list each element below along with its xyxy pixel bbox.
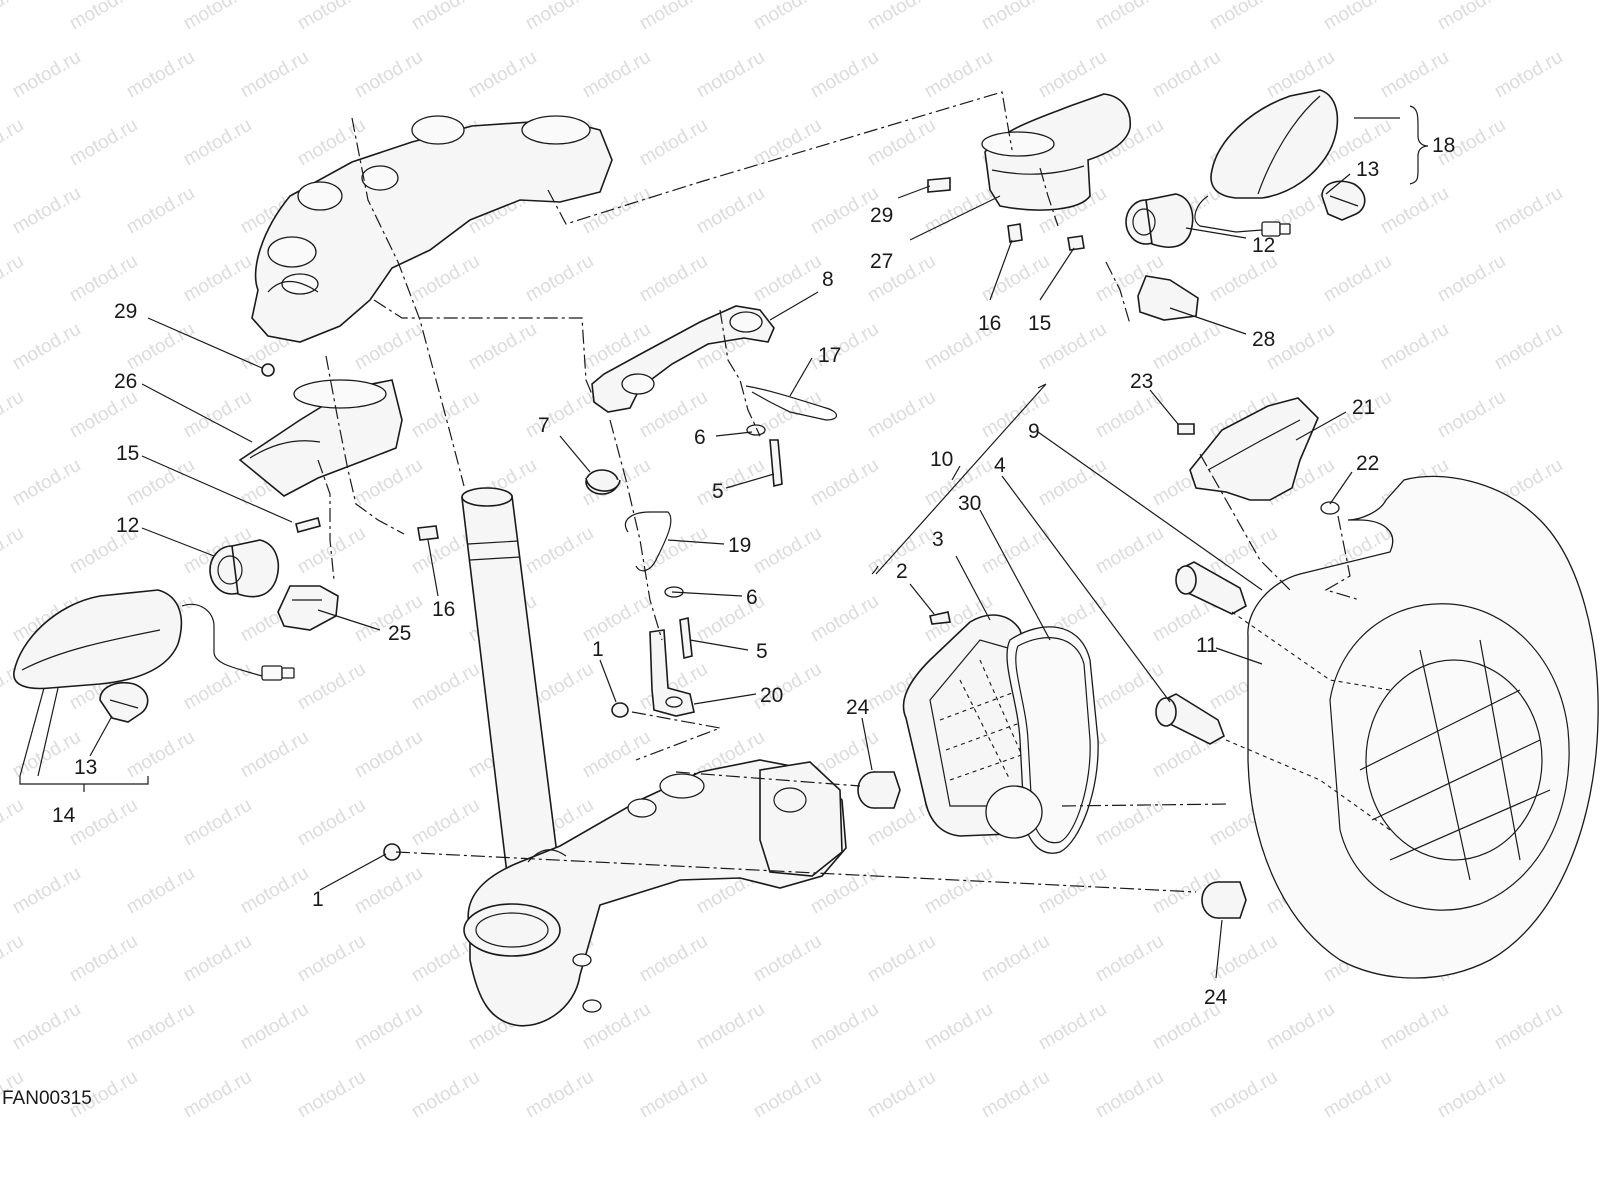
callout-14: 14	[52, 804, 76, 827]
callout-7: 7	[538, 414, 550, 437]
callout-29b: 29	[870, 204, 893, 227]
left-cover	[238, 379, 403, 497]
callout-11: 11	[1196, 634, 1218, 657]
right-cover	[981, 93, 1131, 211]
gasket	[985, 626, 1099, 854]
callout-3: 3	[932, 528, 944, 551]
callout-10: 10	[930, 448, 953, 471]
diagram-code: FAN00315	[2, 1088, 92, 1109]
rubber-7	[585, 469, 621, 495]
left-bulb	[99, 682, 149, 723]
bracket-20	[649, 629, 695, 717]
upper-triple-clamp	[251, 115, 613, 343]
callout-1a: 1	[592, 638, 604, 661]
callout-4: 4	[994, 454, 1006, 477]
callout-1b: 1	[312, 888, 324, 911]
callout-15b: 15	[1028, 312, 1051, 335]
right-bulb	[1321, 180, 1366, 221]
rubber-mount-24	[857, 771, 1247, 919]
callout-24a: 24	[846, 696, 870, 719]
callout-5b: 5	[756, 640, 768, 663]
callout-23: 23	[1130, 370, 1153, 393]
right-bracket	[1137, 275, 1199, 321]
callout-6b: 6	[746, 586, 758, 609]
callout-labels: 29 26 15 12 16 25 13 14 1 1 7 8 17 6 5 1…	[52, 134, 1455, 1009]
callout-12a: 12	[116, 514, 139, 537]
callout-2: 2	[896, 560, 908, 583]
callout-21: 21	[1352, 396, 1375, 419]
assembly-lines	[317, 91, 1391, 893]
callout-6a: 6	[694, 426, 706, 449]
right-grommet	[1125, 193, 1194, 248]
fairing-bracket-21	[1189, 397, 1319, 501]
callout-16b: 16	[978, 312, 1001, 335]
callout-8: 8	[822, 268, 834, 291]
callout-16a: 16	[432, 598, 455, 621]
leader-lines	[19, 105, 1429, 979]
callout-18: 18	[1432, 134, 1455, 157]
spring-clip-19	[624, 511, 672, 572]
callout-30: 30	[958, 492, 981, 515]
callout-5a: 5	[712, 480, 724, 503]
callout-28: 28	[1252, 328, 1275, 351]
callout-19: 19	[728, 534, 751, 557]
callout-29a: 29	[114, 300, 137, 323]
callout-25: 25	[388, 622, 411, 645]
lower-triple-clamp	[463, 759, 847, 1027]
headlight-housing	[1247, 475, 1599, 979]
callout-15a: 15	[116, 442, 139, 465]
callout-17: 17	[818, 344, 841, 367]
callout-22: 22	[1356, 452, 1379, 475]
right-indicator	[1194, 89, 1339, 237]
left-bracket	[277, 585, 339, 631]
left-grommet	[209, 539, 280, 598]
headlight-bracket-8	[591, 305, 775, 413]
callout-20: 20	[760, 684, 783, 707]
callout-9: 9	[1028, 420, 1040, 443]
callout-24b: 24	[1204, 986, 1228, 1009]
callout-26: 26	[114, 370, 137, 393]
callout-13a: 13	[74, 756, 97, 779]
spring-clip-17	[745, 385, 838, 421]
callout-27: 27	[870, 250, 893, 273]
callout-12b: 12	[1252, 234, 1275, 257]
callout-13b: 13	[1356, 158, 1379, 181]
